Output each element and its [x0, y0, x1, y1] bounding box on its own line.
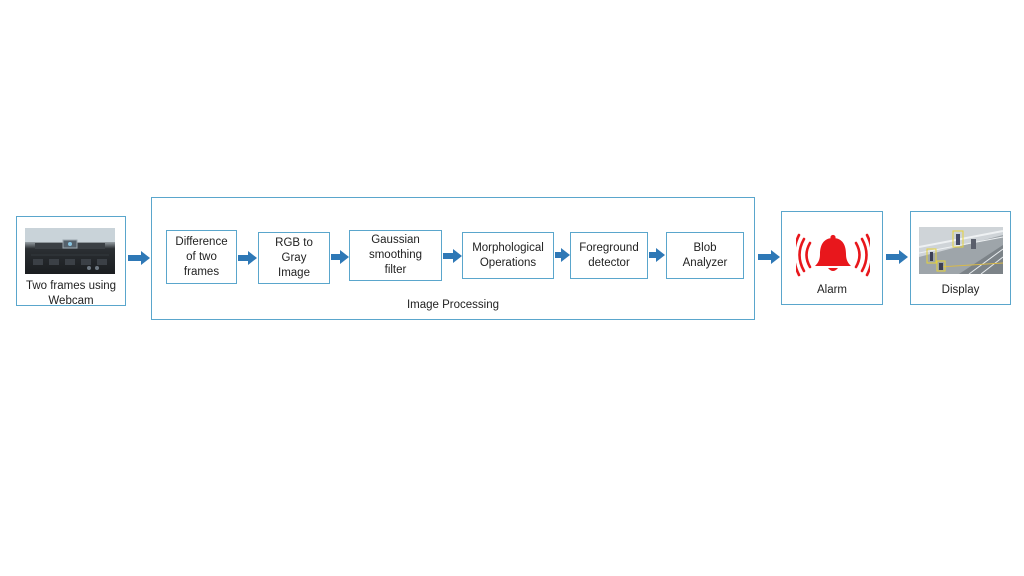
- alarm-label: Alarm: [816, 284, 848, 296]
- flow-arrow-4: [443, 249, 462, 263]
- input-label: Two frames using Webcam: [25, 280, 117, 307]
- alarm-block: Alarm: [781, 211, 883, 305]
- step-foreground-detector: Foreground detector: [570, 232, 648, 279]
- flow-arrow-1: [128, 251, 150, 265]
- flow-arrow-5: [555, 248, 570, 262]
- flow-arrow-2: [238, 251, 257, 265]
- alarm-bell-icon: [792, 233, 874, 282]
- display-label: Display: [941, 284, 980, 296]
- flow-arrow-3: [331, 250, 349, 264]
- flow-arrow-7: [758, 250, 780, 264]
- step-morphological-operations: Morphological Operations: [462, 232, 554, 279]
- flow-arrow-8: [886, 250, 908, 264]
- webcam-image: [25, 228, 115, 270]
- surveillance-image: [919, 227, 1003, 274]
- surveillance-frame: [919, 227, 1003, 274]
- step-blob-analyzer: Blob Analyzer: [666, 232, 744, 279]
- image-processing-title: Image Processing: [406, 299, 500, 311]
- flow-arrow-6: [649, 248, 665, 262]
- step-rgb-to-gray: RGB to Gray Image: [258, 232, 330, 284]
- input-block: Two frames using Webcam: [16, 216, 126, 307]
- webcam-photo: [25, 228, 115, 274]
- step-gaussian-filter: Gaussian smoothing filter: [349, 230, 442, 281]
- display-block: Display: [910, 211, 1011, 305]
- step-frame-difference: Difference of two frames: [166, 230, 237, 284]
